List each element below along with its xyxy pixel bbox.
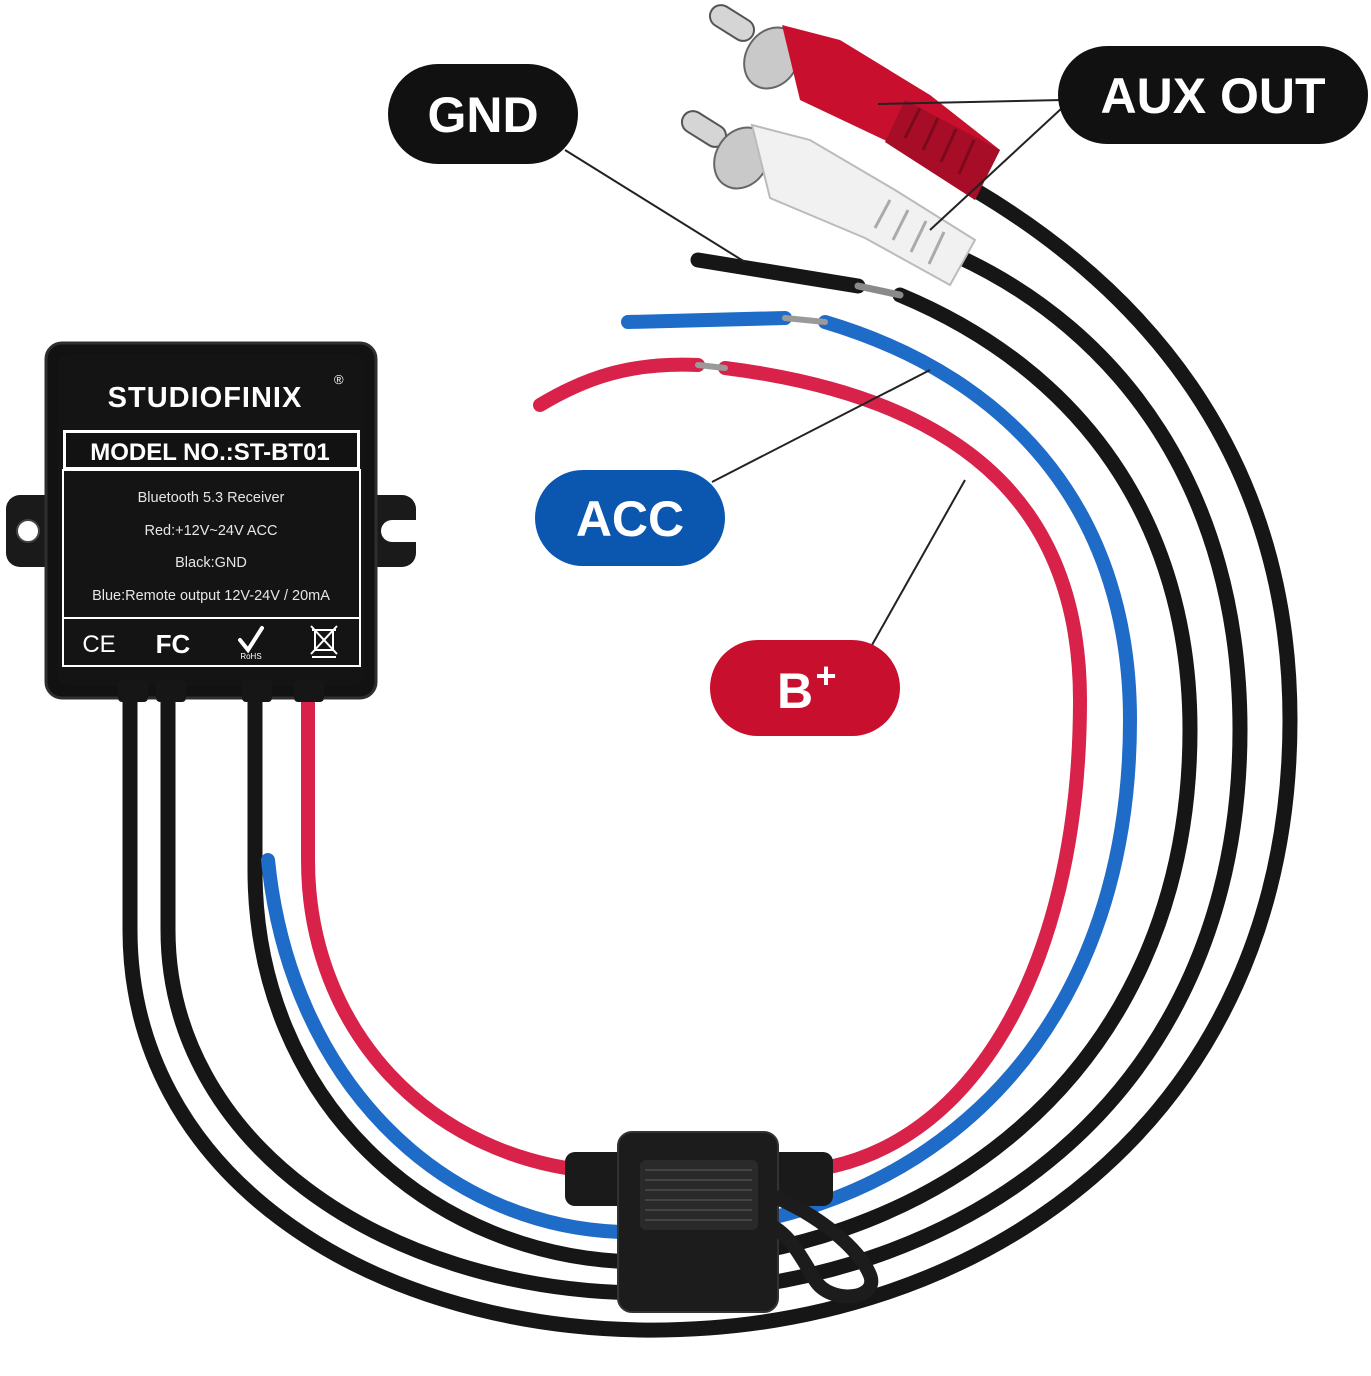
acc-label-text: ACC [576, 491, 684, 547]
spec-line-1: Bluetooth 5.3 Receiver [138, 490, 285, 506]
aux-out-label: AUX OUT [1058, 46, 1368, 144]
fcc-mark-icon: FC [156, 629, 191, 659]
callout-leaders [564, 99, 1063, 646]
black-wire-aux-white [160, 247, 1248, 1301]
acc-wire-strand [782, 315, 828, 325]
bplus-label-letter: B [777, 663, 813, 719]
acc-wire-end [621, 311, 792, 329]
wire-harness [122, 182, 1298, 1338]
gnd-wire-end [690, 252, 866, 294]
gnd-wire [247, 287, 1198, 1270]
rohs-mark-text: RoHS [240, 652, 261, 661]
aux-leader-red [877, 99, 1063, 105]
spec-line-4: Blue:Remote output 12V-24V / 20mA [92, 588, 330, 604]
acc-label: ACC [535, 470, 725, 566]
gnd-leader [564, 149, 746, 263]
fuse-holder [565, 1131, 879, 1313]
aux-out-label-text: AUX OUT [1101, 68, 1326, 124]
receiver-module: STUDIOFINIX ® MODEL NO.:ST-BT01 Bluetoot… [6, 341, 416, 702]
weee-bin-icon [310, 625, 338, 658]
gnd-wire-strand [854, 282, 904, 299]
registered-mark: ® [334, 372, 344, 387]
gnd-label-text: GND [427, 87, 538, 143]
bplus-wire-end [533, 357, 705, 412]
bplus-label-sign: + [815, 655, 836, 696]
spec-line-2: Red:+12V~24V ACC [144, 523, 277, 539]
acc-leader [711, 369, 931, 483]
spec-line-3: Black:GND [175, 555, 247, 571]
bplus-wire-strand [695, 362, 728, 371]
bplus-leader [871, 479, 966, 646]
model-number: MODEL NO.:ST-BT01 [90, 439, 330, 466]
gnd-label: GND [388, 64, 578, 164]
rca-plug-white [680, 110, 977, 287]
black-wire-aux-red [122, 182, 1298, 1338]
bplus-wire [301, 361, 1088, 1179]
acc-wire [261, 315, 1138, 1240]
bplus-label: B + [710, 640, 900, 736]
ce-mark-icon: CE [82, 631, 115, 658]
aux-leader-white [929, 107, 1063, 231]
brand-name: STUDIOFINIX [108, 382, 303, 414]
rohs-mark-icon: RoHS [238, 626, 264, 661]
rca-plug-red [708, 4, 1000, 200]
